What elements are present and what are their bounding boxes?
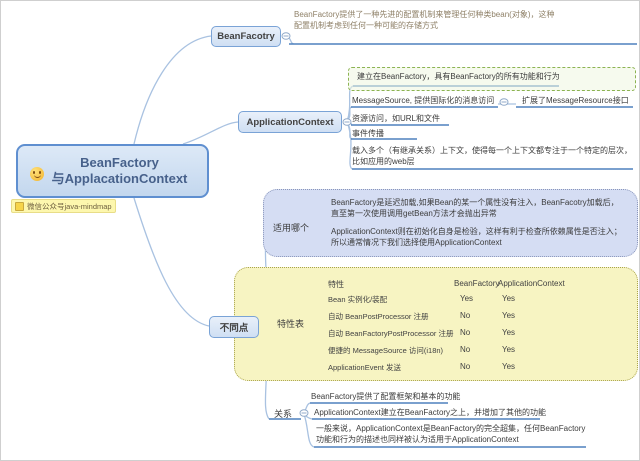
which-one-item-applicationcontext-eager[interactable]: ApplicationContext则在初始化自身是检验，这样有利于检查所依赖属… xyxy=(331,227,622,247)
row-bf-value: No xyxy=(460,345,471,354)
relation-item-config-framework[interactable]: BeanFactory提供了配置框架和基本的功能 xyxy=(311,392,461,401)
row-ac-value: Yes xyxy=(502,328,516,337)
table-row[interactable]: 自动 BeanPostProcessor 注册 No Yes xyxy=(328,311,583,323)
ac-child-messageresource-interface[interactable]: 扩展了MessageResource接口 xyxy=(522,96,629,105)
topic-feature-table[interactable]: 特性表 xyxy=(277,319,305,329)
topic-application-context[interactable]: ApplicationContext xyxy=(238,111,342,133)
row-ac-value: Yes xyxy=(502,345,516,354)
central-topic[interactable]: BeanFactory 与ApplacationContext xyxy=(16,144,209,198)
table-row[interactable]: Bean 实例化/装配 Yes Yes xyxy=(328,294,583,306)
row-bf-value: No xyxy=(460,328,471,337)
legend-icon xyxy=(15,201,24,211)
relation-item-superset[interactable]: 一般来说，ApplicationContext是BeanFactory的完全超集… xyxy=(316,424,586,444)
smiley-icon xyxy=(30,167,44,181)
row-feature: ApplicationEvent 发送 xyxy=(328,363,401,372)
header-feature: 特性 xyxy=(328,280,344,289)
topic-differences[interactable]: 不同点 xyxy=(209,316,259,338)
beanfactory-note[interactable]: BeanFactory提供了一种先进的配置机制来管理任何种类bean(对象)，这… xyxy=(294,10,555,30)
topic-which-one[interactable]: 适用哪个 xyxy=(273,223,310,233)
legend-marker: 微信公众号java-mindmap xyxy=(11,199,116,213)
ac-child-builds-on-beanfactory[interactable]: 建立在BeanFactory，具有BeanFactory的所有功能和行为 xyxy=(357,72,560,81)
row-feature: Bean 实例化/装配 xyxy=(328,295,388,304)
row-ac-value: Yes xyxy=(502,294,516,303)
which-one-item-beanfactory-lazy[interactable]: BeanFactory是延迟加载,如果Bean的某一个属性没有注入，BeanFa… xyxy=(331,198,619,218)
topic-beanfactory[interactable]: BeanFacotry xyxy=(211,26,281,47)
collapse-handle-icon[interactable] xyxy=(281,32,291,40)
relation-item-builds-on[interactable]: ApplicationContext建立在BeanFactory之上，并增加了其… xyxy=(314,408,547,417)
ac-child-multiple-contexts[interactable]: 载入多个（有继承关系）上下文，使得每一个上下文都专注于一个特定的层次，比如应用的… xyxy=(352,146,632,166)
boundary-group xyxy=(348,67,636,91)
collapse-handle-icon[interactable] xyxy=(342,118,352,126)
table-row[interactable]: ApplicationEvent 发送 No Yes xyxy=(328,362,583,374)
row-bf-value: No xyxy=(460,311,471,320)
ac-child-messagesource[interactable]: MessageSource, 提供国际化的消息访问 xyxy=(352,96,495,105)
topic-differences-label: 不同点 xyxy=(219,323,249,334)
ac-child-event-propagation[interactable]: 事件传播 xyxy=(352,129,384,138)
row-feature: 便捷的 MessageSource 访问(i18n) xyxy=(328,346,444,355)
row-ac-value: Yes xyxy=(502,311,516,320)
header-applicationcontext: ApplicationContext xyxy=(498,279,565,288)
table-row[interactable]: 自动 BeanFactoryPostProcessor 注册 No Yes xyxy=(328,328,583,340)
row-feature: 自动 BeanFactoryPostProcessor 注册 xyxy=(328,329,454,338)
header-beanfactory: BeanFactory xyxy=(454,279,500,288)
central-topic-title: BeanFactory 与ApplacationContext xyxy=(51,155,188,186)
table-row[interactable]: 便捷的 MessageSource 访问(i18n) No Yes xyxy=(328,345,583,357)
feature-table-header: 特性 BeanFactory ApplicationContext xyxy=(328,279,583,291)
row-bf-value: No xyxy=(460,362,471,371)
legend-label: 微信公众号java-mindmap xyxy=(27,201,112,211)
row-feature: 自动 BeanPostProcessor 注册 xyxy=(328,312,429,321)
topic-relation[interactable]: 关系 xyxy=(274,409,293,419)
topic-application-context-label: ApplicationContext xyxy=(246,116,334,128)
row-ac-value: Yes xyxy=(502,362,516,371)
cloud-group-which-one xyxy=(263,189,638,257)
ac-child-resource-access[interactable]: 资源访问，如URL和文件 xyxy=(352,114,441,123)
row-bf-value: Yes xyxy=(460,294,474,303)
collapse-handle-icon[interactable] xyxy=(299,409,309,417)
cloud-group-feature-table xyxy=(234,267,638,381)
topic-beanfactory-label: BeanFacotry xyxy=(217,31,275,42)
collapse-handle-icon[interactable] xyxy=(499,98,509,106)
